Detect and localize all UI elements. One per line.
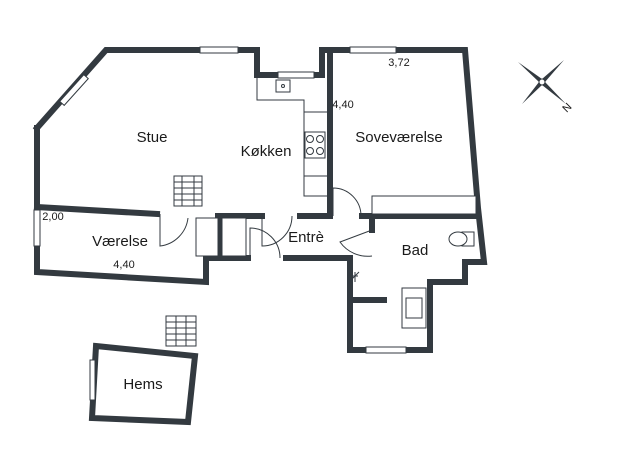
dimension-vaerelse-width: 4,40	[113, 259, 134, 271]
bad-door	[339, 229, 373, 257]
staircase-icon	[173, 175, 203, 207]
windows	[33, 46, 407, 354]
kokken-door	[261, 215, 293, 247]
counter-top	[256, 78, 328, 197]
room-label-entre: Entrè	[288, 229, 324, 246]
room-label-sovevaerelse: Soveværelse	[355, 129, 443, 146]
bathroom-fixtures	[350, 231, 475, 329]
compass-north-label: N	[560, 101, 574, 115]
room-label-vaerelse: Værelse	[92, 233, 148, 250]
compass-rose-icon: N	[518, 60, 574, 115]
kitchen-counter	[256, 78, 328, 197]
wardrobe	[371, 195, 477, 215]
closet-right	[221, 217, 247, 257]
dimension-kokken-length: 4,40	[332, 99, 353, 111]
washbasin-icon	[401, 287, 427, 329]
room-label-bad: Bad	[402, 242, 429, 259]
room-label-hems: Hems	[123, 376, 162, 393]
vaerelse-window	[33, 209, 41, 247]
dimension-sovevaerelse-width: 3,72	[388, 57, 409, 69]
walls	[32, 47, 488, 353]
sovevaerelse-window	[349, 46, 397, 54]
bad-window	[365, 346, 407, 354]
kokken-window	[277, 71, 315, 79]
stue-outer-wall	[34, 125, 251, 286]
room-label-stue: Stue	[137, 129, 168, 146]
vaerelse-door	[159, 214, 189, 247]
hems-window	[89, 359, 96, 401]
dimension-vaerelse-depth: 2,00	[42, 211, 63, 223]
bedroom-door	[332, 187, 362, 217]
doors	[159, 187, 373, 259]
hems-staircase-icon	[165, 315, 197, 347]
stue-top-wall	[32, 47, 325, 133]
stue-window-diagonal	[59, 73, 89, 107]
closet-left	[195, 217, 219, 257]
vaerelse-top-wall	[33, 203, 161, 218]
sink-icon	[275, 79, 291, 93]
entry-door	[249, 227, 281, 259]
shower-icon	[350, 271, 360, 282]
room-label-kokken: Køkken	[241, 143, 292, 160]
stue-window-top	[199, 46, 239, 54]
hems-area	[88, 315, 199, 426]
stove-icon	[304, 131, 326, 159]
toilet-icon	[448, 231, 475, 247]
